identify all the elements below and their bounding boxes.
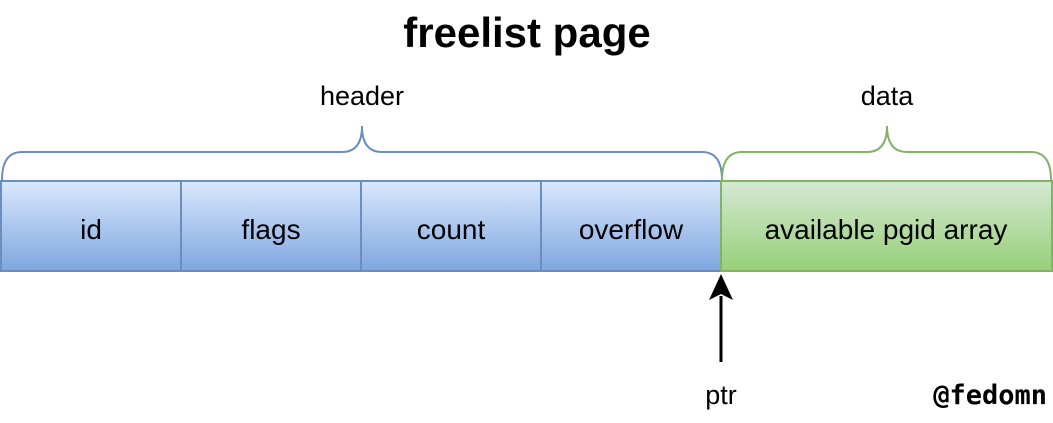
- data-cell-pgid-array-label: available pgid array: [765, 214, 1008, 245]
- header-cells: id flags count overflow: [0, 180, 722, 272]
- diagram-title: freelist page: [403, 9, 650, 56]
- header-brace-label: header: [320, 81, 404, 111]
- data-cell-pgid-array: [720, 180, 1053, 272]
- ptr-arrow: [709, 274, 733, 362]
- header-cell-count: [360, 180, 542, 272]
- author-signature: @fedomn: [933, 380, 1047, 411]
- data-brace-label: data: [861, 81, 915, 111]
- data-cells: available pgid array: [720, 180, 1053, 272]
- header-cell-overflow-label: overflow: [579, 214, 684, 245]
- ptr-arrow-head: [709, 274, 733, 300]
- header-cell-id: [0, 180, 182, 272]
- data-brace: [721, 125, 1052, 181]
- header-brace: [1, 125, 723, 181]
- ptr-label: ptr: [705, 380, 737, 410]
- header-cell-count-label: count: [417, 214, 486, 245]
- header-cell-flags-label: flags: [241, 214, 300, 245]
- header-cell-flags: [180, 180, 362, 272]
- header-cell-id-label: id: [80, 214, 102, 245]
